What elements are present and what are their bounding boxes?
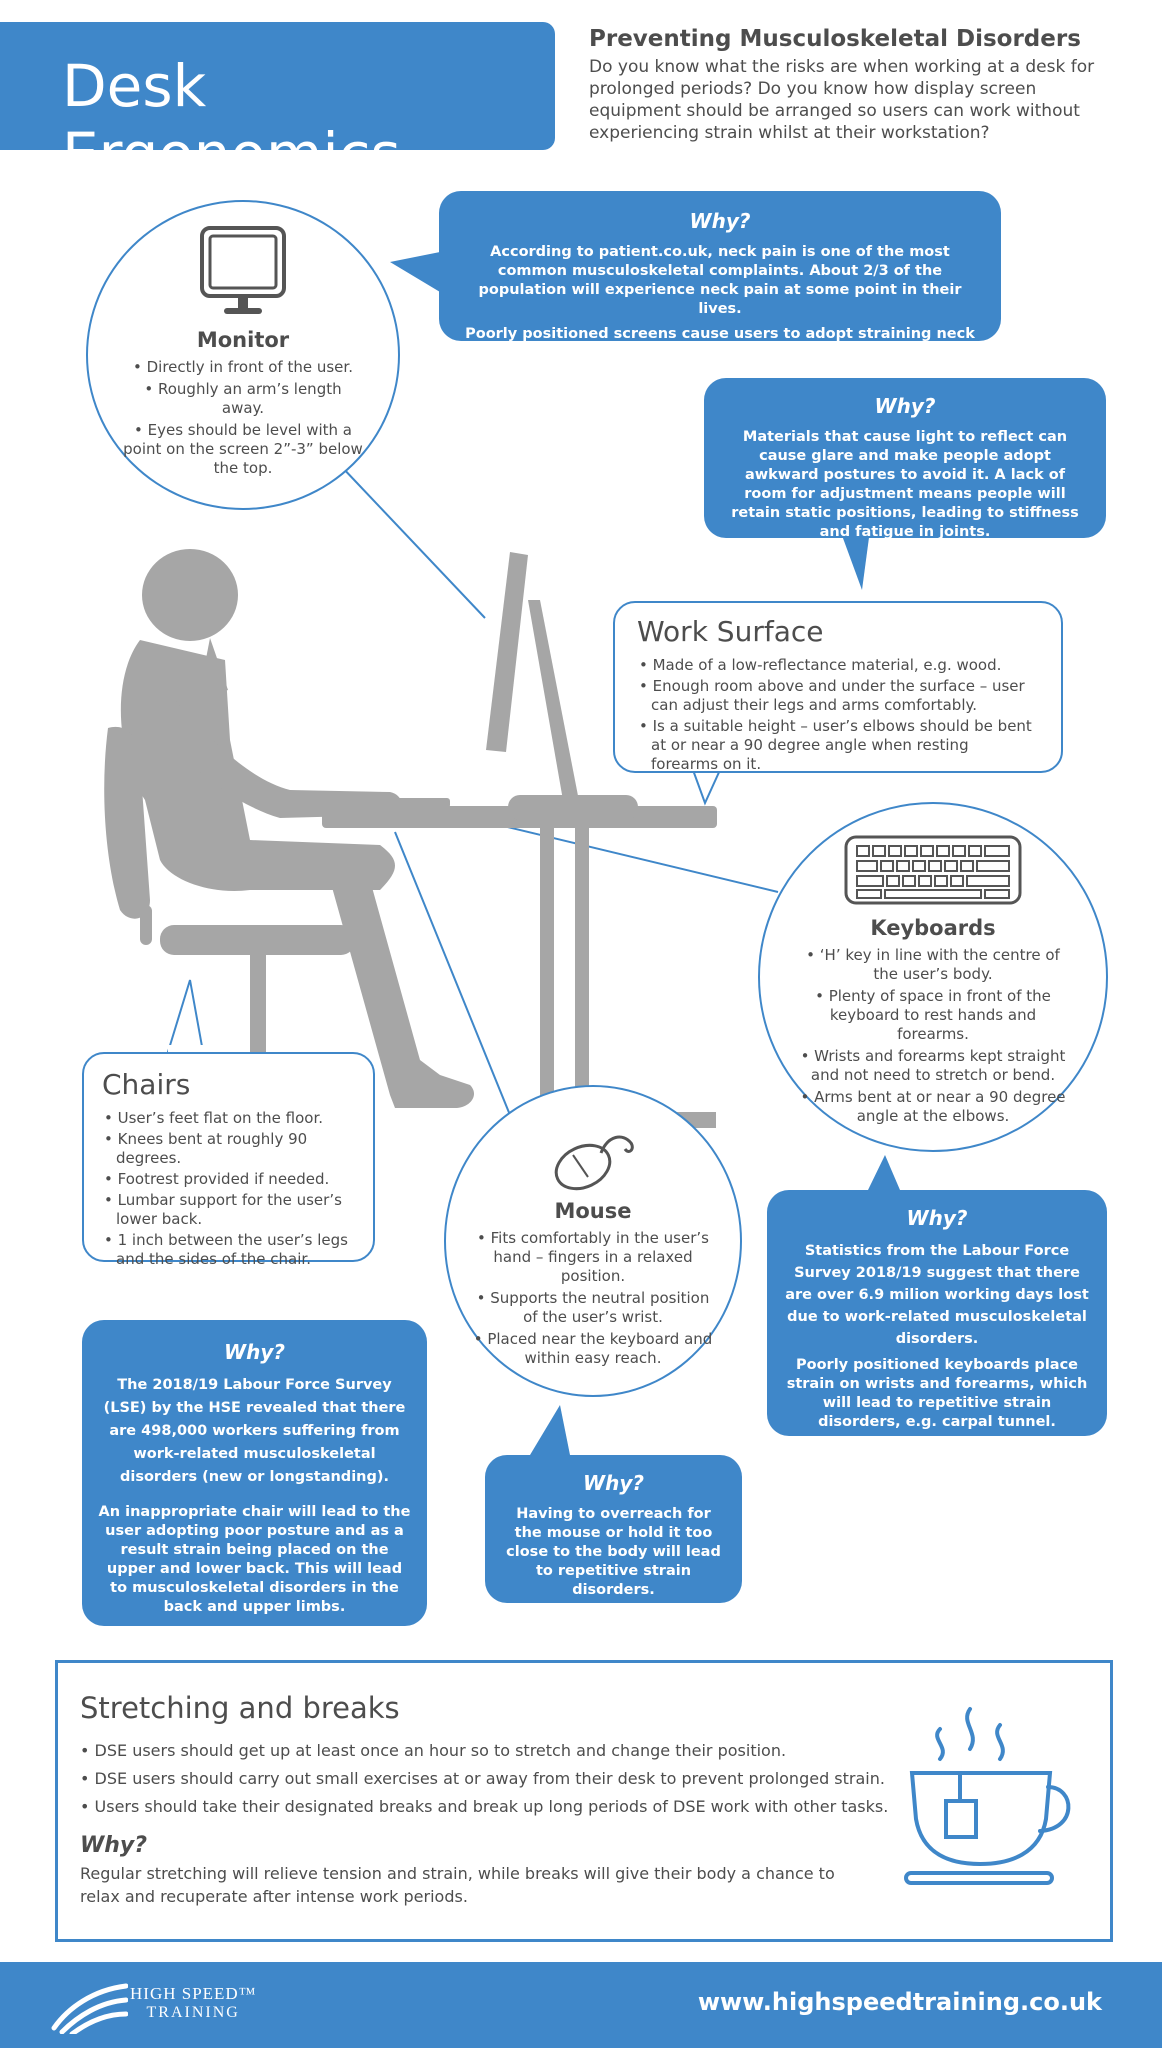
stretching-why-text: Regular stretching will relieve tension … [80,1864,835,1906]
work-surface-why-title: Why? [874,394,936,418]
subtitle: Preventing Musculoskeletal Disorders [589,26,1081,52]
chairs-item-4: • Lumbar support for the user’s lower ba… [104,1191,342,1228]
brand-logo-icon [51,1983,128,2034]
stretching-box: Stretching and breaks • DSE users should… [55,1660,1113,1942]
chairs-tail [166,979,205,1053]
work-surface-item-3: • Is a suitable height – user’s elbows s… [639,717,1032,773]
work-surface-box: Work Surface • Made of a low-reflectance… [613,601,1063,773]
work-surface-item-2: • Enough room above and under the surfac… [639,677,1025,714]
brand-line-1: HIGH SPEED™ [130,1984,257,2003]
person-illustration [104,549,475,1108]
keyboards-title: Keyboards [870,916,996,940]
mouse-title: Mouse [554,1199,632,1223]
chairs-item-5: • 1 inch between the user’s legs and the… [104,1231,348,1268]
monitor-why-text-2: Poorly positioned screens cause users to… [465,326,975,361]
keyboards-item-4: • Arms bent at or near a 90 degree angle… [800,1088,1066,1125]
title-banner: Desk Ergonomics [0,22,555,188]
mouse-icon [554,1135,634,1191]
stretching-item-1: • DSE users should get up at least once … [80,1741,787,1760]
keyboards-why-text: Statistics from the Labour Force Survey … [785,1243,1089,1347]
intro-text: Do you know what the risks are when work… [589,57,1095,143]
mouse-circle: Mouse • Fits comfortably in the user’s h… [444,1085,742,1397]
work-surface-why-box: Why? Materials that cause light to refle… [704,378,1106,540]
keyboard-icon [844,835,1022,905]
keyboards-item-2: • Plenty of space in front of the keyboa… [815,987,1051,1043]
mouse-connector [394,831,511,1116]
keyboards-item-1: • ‘H’ key in line with the centre of the… [806,946,1060,983]
keyboards-why-box: Why? Statistics from the Labour Force Su… [767,1190,1107,1436]
brand-line-2: TRAINING [146,2004,240,2021]
monitor-item-1: • Directly in front of the user. [133,358,353,376]
stretching-item-3: • Users should take their designated bre… [80,1797,889,1816]
page-title: Desk Ergonomics [62,52,401,188]
chairs-box: Chairs • User’s feet flat on the floor. … [82,1052,375,1268]
monitor-circle: Monitor • Directly in front of the user.… [86,200,400,510]
mouse-item-2: • Supports the neutral position of the u… [476,1289,710,1326]
monitor-connector [339,464,486,619]
footer-bar: HIGH SPEED™ TRAINING www.highspeedtraini… [0,1962,1162,2048]
mouse-item-3: • Placed near the keyboard and within ea… [473,1330,713,1367]
mouse-item-1: • Fits comfortably in the user’s hand – … [477,1229,709,1285]
keyboards-circle: Keyboards • ‘H’ key in line with the cen… [758,802,1108,1152]
brand-name: HIGH SPEED™ TRAINING [130,1984,256,2022]
mouse-why-title: Why? [583,1471,644,1495]
monitor-icon [200,226,286,314]
mouse-why-box: Why? Having to overreach for the mouse o… [485,1455,742,1603]
chairs-item-1: • User’s feet flat on the floor. [104,1109,324,1127]
monitor-item-2: • Roughly an arm’s length away. [144,380,342,417]
stretching-item-2: • DSE users should carry out small exerc… [80,1769,885,1788]
work-surface-item-1: • Made of a low-reflectance material, e.… [639,656,1002,674]
monitor-why-text: According to patient.co.uk, neck pain is… [478,244,962,317]
mouse-why-text: Having to overreach for the mouse or hol… [506,1506,721,1598]
chairs-item-2: • Knees bent at roughly 90 degrees. [104,1130,308,1167]
chairs-why-title: Why? [224,1340,285,1364]
monitor-why-title: Why? [689,209,751,233]
work-surface-title: Work Surface [637,615,824,648]
keyboards-why-text-2: Poorly positioned keyboards place strain… [786,1357,1088,1430]
stretching-title: Stretching and breaks [80,1691,400,1725]
monitor-why-box: Why? According to patient.co.uk, neck pa… [439,191,1001,361]
keyboards-why-title: Why? [906,1206,968,1230]
monitor-title: Monitor [196,328,290,352]
stretching-why-title: Why? [80,1833,148,1858]
tea-cup-icon [904,1707,1071,1885]
chairs-title: Chairs [102,1068,191,1101]
chairs-why-text-2: An inappropriate chair will lead to the … [98,1504,411,1615]
keyboards-item-3: • Wrists and forearms kept straight and … [800,1047,1066,1084]
website-link[interactable]: www.highspeedtraining.co.uk [697,1988,1102,2016]
monitor-item-3: • Eyes should be level with a point on t… [123,421,363,477]
work-surface-tail [691,769,722,806]
chairs-why-text: The 2018/19 Labour Force Survey (LSE) by… [103,1377,406,1485]
chairs-why-box: Why? The 2018/19 Labour Force Survey (LS… [82,1320,427,1626]
work-surface-why-text: Materials that cause light to reflect ca… [731,429,1079,540]
chairs-item-3: • Footrest provided if needed. [104,1170,330,1188]
intro-block: Preventing Musculoskeletal Disorders Do … [589,26,1129,144]
